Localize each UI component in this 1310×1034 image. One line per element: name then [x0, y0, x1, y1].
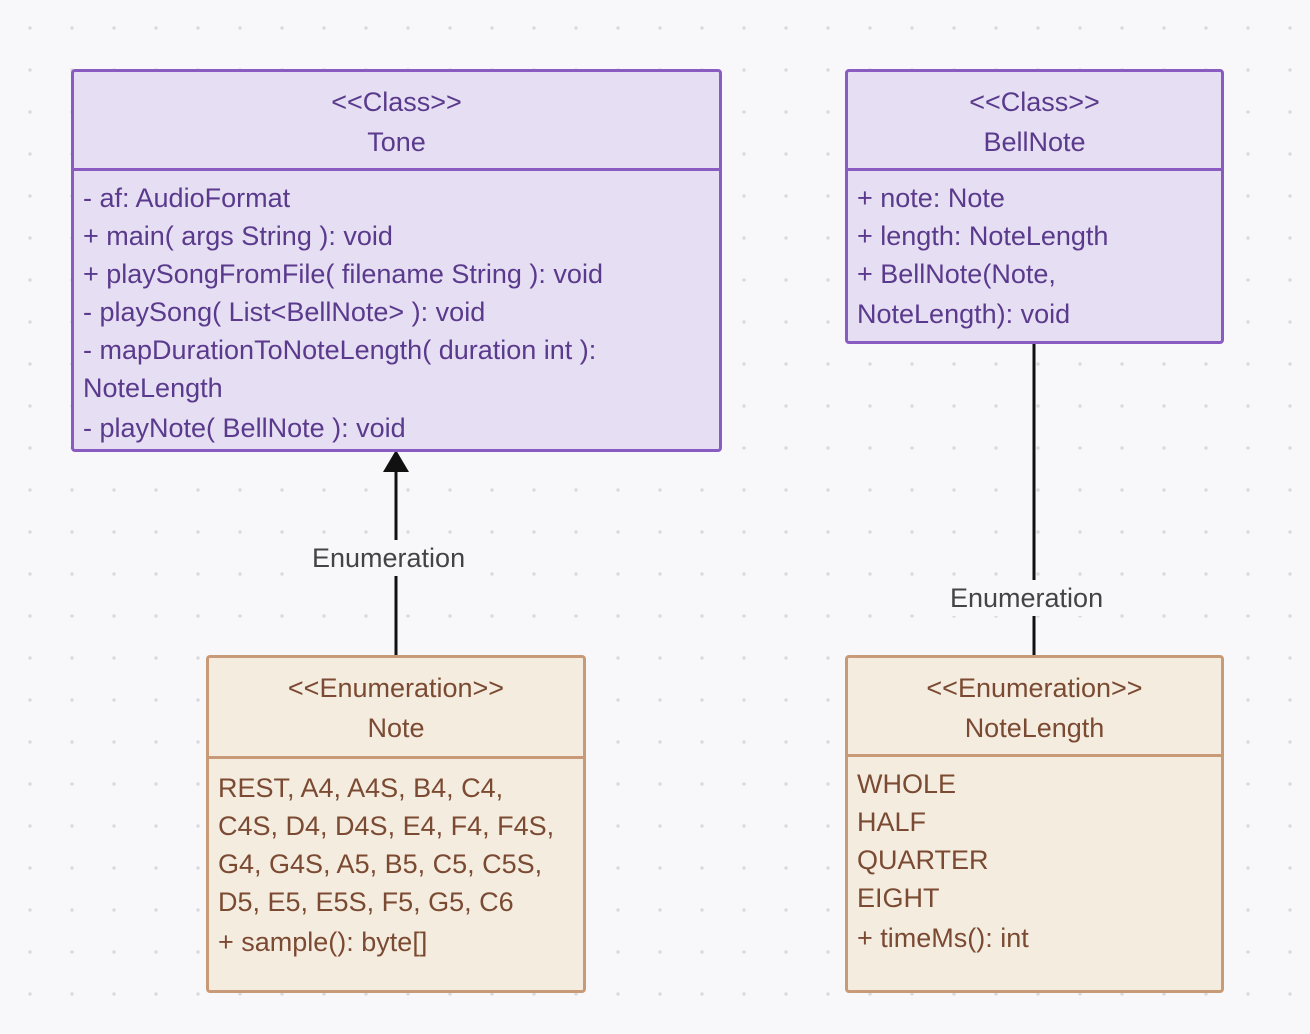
member-item: NoteLength — [83, 373, 223, 403]
member-item: + BellNote(Note, — [857, 259, 1056, 289]
enum-note[interactable]: <<Enumeration>> Note REST, A4, A4S, B4, … — [206, 655, 586, 993]
class-tone[interactable]: <<Class>> Tone - af: AudioFormat + main(… — [71, 69, 722, 452]
class-bellnote-header: <<Class>> BellNote — [848, 72, 1221, 171]
enum-notelength-stereotype: <<Enumeration>> — [926, 673, 1143, 703]
member-item: D5, E5, E5S, F5, G5, C6 — [218, 887, 514, 917]
member-item: - playNote( BellNote ): void — [83, 413, 406, 443]
member-item: REST, A4, A4S, B4, C4, — [218, 773, 504, 803]
edge-arrowhead-icon — [383, 450, 409, 472]
class-bellnote[interactable]: <<Class>> BellNote + note: Note + length… — [845, 69, 1224, 344]
enum-notelength-name: NoteLength — [964, 713, 1105, 743]
enum-notelength[interactable]: <<Enumeration>> NoteLength WHOLE HALF QU… — [845, 655, 1224, 993]
class-tone-stereotype: <<Class>> — [331, 87, 462, 117]
member-item: + note: Note — [857, 183, 1005, 213]
member-item: + sample(): byte[] — [218, 927, 428, 957]
member-item: - af: AudioFormat — [83, 183, 291, 213]
class-tone-name: Tone — [367, 127, 426, 157]
enum-notelength-header: <<Enumeration>> NoteLength — [848, 658, 1221, 757]
member-item: - mapDurationToNoteLength( duration int … — [83, 335, 597, 365]
member-item: G4, G4S, A5, B5, C5, C5S, — [218, 849, 543, 879]
member-item: + main( args String ): void — [83, 221, 393, 251]
enum-notelength-members: WHOLE HALF QUARTER EIGHT + timeMs(): int — [848, 765, 1221, 957]
class-bellnote-stereotype: <<Class>> — [969, 87, 1100, 117]
enum-note-header: <<Enumeration>> Note — [209, 658, 583, 759]
member-item: NoteLength): void — [857, 299, 1071, 329]
enum-note-members: REST, A4, A4S, B4, C4, C4S, D4, D4S, E4,… — [209, 769, 583, 961]
class-tone-members: - af: AudioFormat + main( args String ):… — [74, 179, 719, 447]
edge-label-notelength-to-bellnote: Enumeration — [946, 580, 1108, 616]
class-tone-header: <<Class>> Tone — [74, 72, 719, 171]
enum-note-name: Note — [367, 713, 425, 743]
member-item: HALF — [857, 807, 927, 837]
member-item: + playSongFromFile( filename String ): v… — [83, 259, 603, 289]
class-bellnote-members: + note: Note + length: NoteLength + Bell… — [848, 179, 1221, 333]
member-item: WHOLE — [857, 769, 957, 799]
member-item: + timeMs(): int — [857, 923, 1029, 953]
edge-label-note-to-tone: Enumeration — [308, 540, 470, 576]
member-item: EIGHT — [857, 883, 940, 913]
member-item: + length: NoteLength — [857, 221, 1109, 251]
class-bellnote-name: BellNote — [983, 127, 1086, 157]
member-item: C4S, D4, D4S, E4, F4, F4S, — [218, 811, 555, 841]
member-item: - playSong( List<BellNote> ): void — [83, 297, 486, 327]
enum-note-stereotype: <<Enumeration>> — [287, 673, 505, 703]
member-item: QUARTER — [857, 845, 989, 875]
